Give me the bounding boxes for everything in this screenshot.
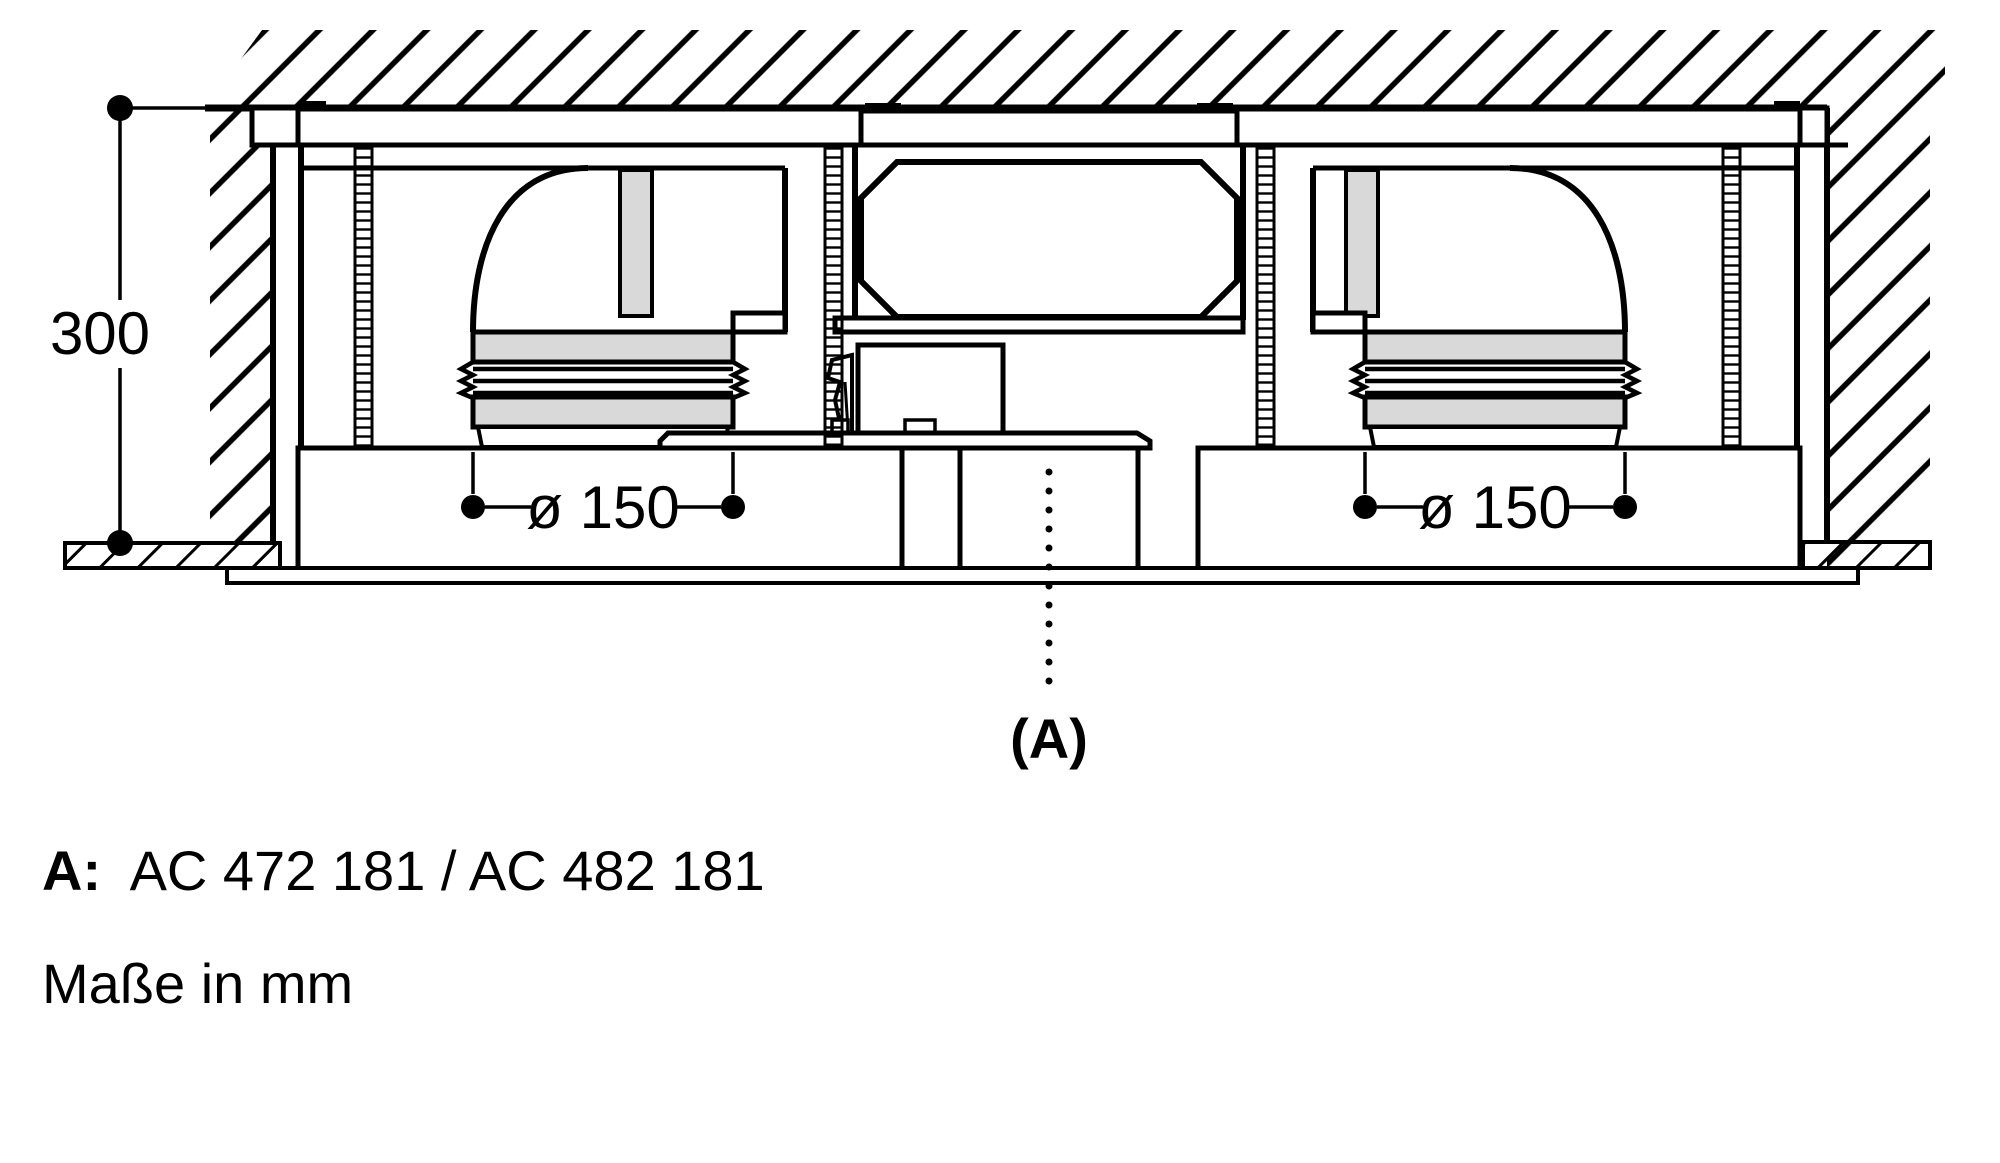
legend-a-models: AC 472 181 / AC 482 181 [130, 839, 765, 902]
right-mounting-bracket [1797, 105, 1830, 148]
center-plate-tab-right [1197, 103, 1233, 113]
svg-text:A: AC 472 181 / AC 482 1: A: AC 472 181 / AC 482 181 [42, 839, 765, 902]
dim-right-endpoint-a [1353, 495, 1377, 519]
left-mounting-bracket [249, 105, 301, 148]
threaded-rod-left-center [823, 145, 844, 447]
flex-duct-right-upper-band [1362, 329, 1628, 365]
octagon-opening [858, 159, 1240, 320]
suspended-ceiling-strip-left [63, 541, 282, 570]
right-duct-bend-curve [1509, 165, 1628, 333]
flex-duct-right-lower-band [1362, 394, 1628, 430]
threaded-rod-right-outer [1721, 145, 1742, 450]
right-duct-collar [1310, 310, 1368, 335]
legend-a-prefix: A: [42, 839, 101, 902]
bottom-trim-panel [225, 566, 1860, 585]
center-plate-tab-left [865, 103, 901, 113]
center-ceiling-plate [858, 103, 1240, 148]
dim-300-endpoint-top [107, 95, 133, 121]
right-damper-strip [1344, 168, 1380, 318]
dimension-duct-right: ø 150 [1353, 452, 1637, 541]
flex-duct-left-upper-band [470, 329, 736, 365]
left-duct-bend-curve [470, 165, 589, 333]
dim-left-label: ø 150 [526, 474, 679, 541]
right-wall-hatch [1827, 108, 1930, 568]
flex-duct-left-corrugation [455, 360, 751, 401]
dim-300-endpoint-bottom [107, 530, 133, 556]
point-a-label: (A) [1010, 707, 1088, 770]
dimension-duct-left: ø 150 [461, 452, 745, 541]
ceiling-fixing-tab-left [300, 101, 326, 110]
dimension-height-300: 300 [50, 95, 205, 556]
dim-300-label: 300 [50, 300, 150, 367]
dim-right-endpoint-b [1613, 495, 1637, 519]
ceiling-slab-hatch [205, 30, 1945, 108]
threaded-rod-left-outer [353, 145, 374, 450]
ceiling-fixing-tab-right [1774, 101, 1800, 110]
left-wall-hatch [210, 108, 273, 543]
flex-duct-left-lower-band [470, 394, 736, 430]
threaded-rod-right-center [1255, 145, 1276, 447]
flex-duct-right [1347, 329, 1643, 449]
right-blower-module [1310, 145, 1800, 449]
center-plate-body [858, 108, 1240, 148]
suspended-ceiling-level [63, 540, 1932, 585]
plinth-right [1195, 445, 1803, 573]
center-axis: (A) [1010, 468, 1088, 770]
lower-housing [295, 445, 1803, 573]
building-structure [205, 30, 1945, 568]
dim-left-endpoint-b [721, 495, 745, 519]
center-control-module [657, 145, 1246, 451]
mounting-plate [657, 430, 1153, 451]
suspended-ceiling-strip-right [1801, 540, 1932, 570]
left-duct-collar [730, 310, 788, 335]
dim-right-label: ø 150 [1418, 474, 1571, 541]
suspension-rail [249, 101, 1848, 148]
left-damper-strip [618, 168, 654, 318]
units-note: Maße in mm [42, 952, 353, 1015]
dim-left-endpoint-a [461, 495, 485, 519]
center-module-bottom-flange [832, 315, 1246, 335]
flex-duct-left [455, 329, 751, 449]
legend: A: AC 472 181 / AC 482 181 Maße in mm [42, 839, 765, 1015]
flex-duct-right-corrugation [1347, 360, 1643, 401]
flex-duct-right-outlet-collar [1367, 425, 1623, 449]
